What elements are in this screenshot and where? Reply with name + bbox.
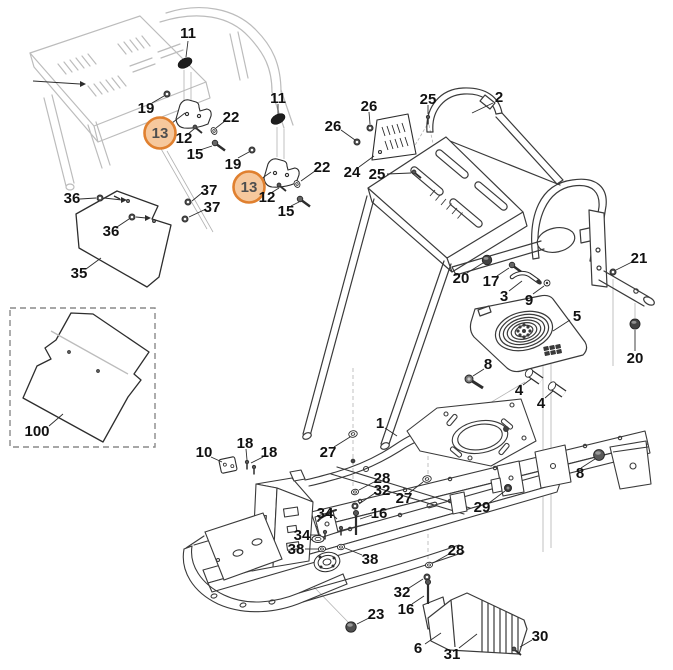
part-label-35: 35 [71,265,88,282]
part-label-31: 31 [444,646,461,663]
cap-8b [593,449,605,461]
bracket-group-left [163,57,227,152]
highlight-circle [143,116,177,150]
part-label-15: 15 [278,203,295,220]
part-label-38: 38 [362,551,379,568]
part-label-11: 11 [180,25,196,42]
rear-frame-loop [531,178,608,288]
part-label-4: 4 [515,382,524,399]
part-label-29: 29 [474,499,491,516]
part-label-6: 6 [414,640,422,657]
part-label-36: 36 [64,190,81,207]
part-label-26: 26 [325,118,342,135]
part-label-18: 18 [237,435,254,452]
part-label-27: 27 [320,444,337,461]
cap-23 [345,621,357,633]
part-label-34: 34 [317,505,334,522]
part-label-5: 5 [573,308,581,325]
part-label-8: 8 [484,356,492,373]
frame-mount-brackets [449,440,652,515]
alignment-lines [159,70,636,623]
part-label-16: 16 [371,505,388,522]
part-label-8: 8 [576,465,584,482]
part-label-10: 10 [196,444,213,461]
part-label-23: 23 [368,606,385,623]
part-label-32: 32 [394,584,411,601]
part-label-36: 36 [103,223,120,240]
part-label-22: 22 [223,109,240,126]
part-label-18: 18 [261,444,278,461]
axle-tube [598,270,655,307]
part-label-22: 22 [314,159,331,176]
engine-mount-plate [406,398,537,467]
fuel-cap [311,535,325,543]
rubber-stop-11 [270,113,286,125]
leader-lines [32,40,636,649]
rubber-mat-35 [75,190,172,288]
part-label-12: 12 [259,189,276,206]
part-label-30: 30 [532,628,549,645]
part-label-12: 12 [176,130,193,147]
part-label-100: 100 [24,423,49,440]
part-label-37: 37 [204,199,221,216]
highlight-circle [232,170,266,204]
part-label-21: 21 [631,250,648,267]
belt-cover-5 [469,294,588,373]
part-label-3: 3 [500,288,508,305]
part-label-19: 19 [225,156,242,173]
part-label-9: 9 [525,292,533,309]
clamp-34 [317,509,337,522]
part-label-19: 19 [138,100,155,117]
part-label-4: 4 [537,395,546,412]
spacer-4b [547,381,567,398]
part-label-32: 32 [374,482,391,499]
part-label-25: 25 [369,166,386,183]
bracket-group-right [96,113,312,223]
rubber-stop-11 [177,57,193,69]
part-label-2: 2 [495,89,503,106]
part-label-20: 20 [627,350,644,367]
bottom-hardware [218,429,522,656]
mid-hardware [353,114,641,492]
part-label-15: 15 [187,146,204,163]
frame-legs [302,195,545,450]
front-bumper [182,512,348,613]
seat-plate [367,136,528,273]
faded-reference-assembly [29,7,294,191]
nut-29 [503,483,512,492]
part-label-38: 38 [288,541,305,558]
dashed-inset-box [9,307,156,448]
part-label-16: 16 [398,601,415,618]
part-label-28: 28 [374,470,391,487]
bolt-8 [464,374,484,390]
spacer-4a [524,368,544,385]
plate-10 [218,456,238,474]
pump [313,551,341,573]
part-label-25: 25 [420,91,437,108]
part-label-24: 24 [344,164,361,181]
part-label-28: 28 [448,542,465,559]
rollover-bar [426,87,564,186]
part-label-11: 11 [270,90,286,107]
skid-plate [422,592,528,655]
rubber-mat-100 [22,312,150,443]
part-label-37: 37 [201,182,218,199]
part-label-34: 34 [294,527,311,544]
part-label-27: 27 [396,490,413,507]
info-bracket-24 [371,113,417,161]
grommet-9 [543,279,551,287]
part-label-13: 13 [241,179,258,196]
part-label-1: 1 [376,415,384,432]
part-label-13: 13 [152,125,169,142]
part-label-20: 20 [453,270,470,287]
part-label-17: 17 [483,273,500,290]
part-label-26: 26 [361,98,378,115]
